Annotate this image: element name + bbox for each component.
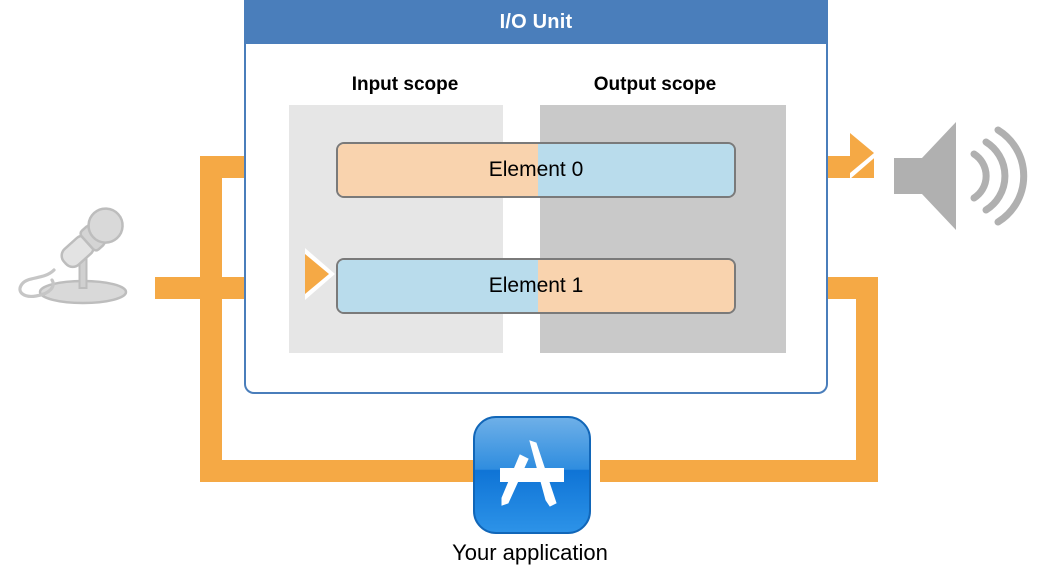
element-1-output-half xyxy=(537,260,734,312)
application-label: Your application xyxy=(452,540,608,565)
element-0-label: Element 0 xyxy=(488,158,584,181)
element-1-input-half xyxy=(338,260,538,312)
signal-path-left-vertical xyxy=(200,156,222,482)
element-0-bar[interactable]: Element 0 xyxy=(336,142,736,198)
element-1-bar[interactable]: Element 1 xyxy=(336,258,736,314)
app-store-icon[interactable] xyxy=(472,415,592,535)
signal-path-right-vertical xyxy=(856,277,878,482)
element-1-label: Element 1 xyxy=(488,274,584,297)
element-0-input-half xyxy=(338,144,538,196)
signal-path-right-to-app xyxy=(600,460,878,482)
speaker-icon xyxy=(894,122,1028,230)
io-unit-title: I/O Unit xyxy=(244,0,828,44)
microphone-icon xyxy=(18,207,128,305)
signal-path-app-to-left xyxy=(200,460,490,482)
element-0-output-half xyxy=(537,144,734,196)
input-scope-label: Input scope xyxy=(351,74,459,95)
output-scope-label: Output scope xyxy=(593,74,717,95)
